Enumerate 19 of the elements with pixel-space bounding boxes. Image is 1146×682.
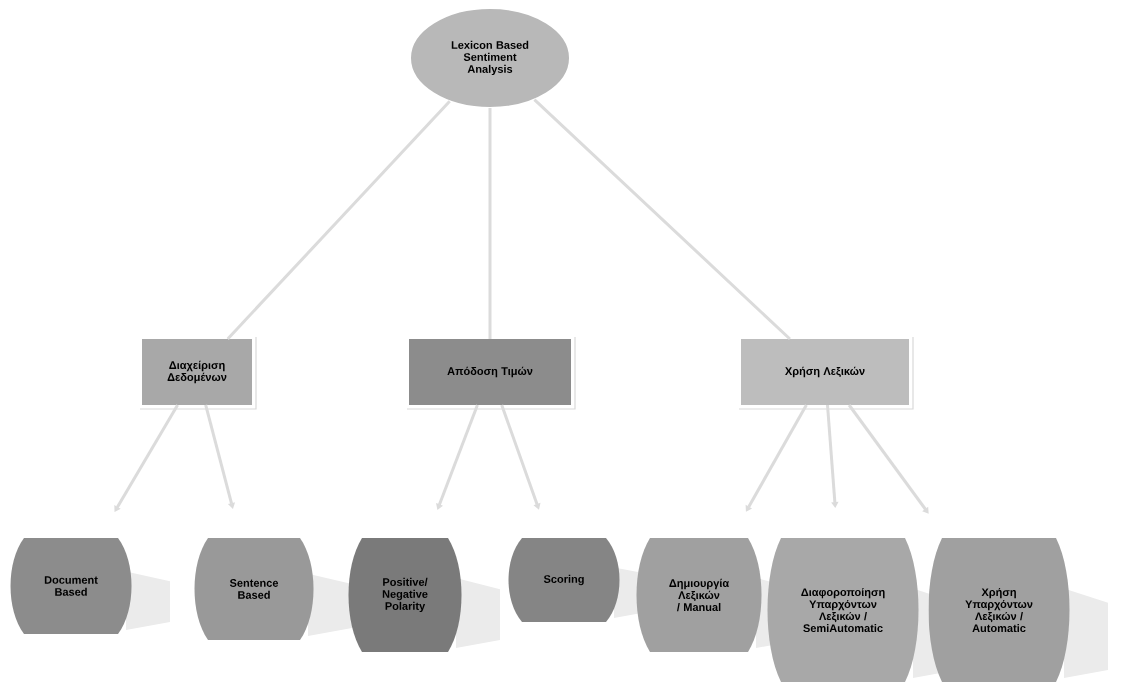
connector-line [533,98,791,341]
category-box: Απόδοση Τιμών [406,336,576,410]
method-barrel: Διαφοροποίηση Υπαρχόντων Λεξικών / SemiAutomatic [767,538,957,682]
arrow [500,404,541,510]
method-barrel: Δημιουργία Λεξικών / Manual [636,538,800,652]
connector-line [488,108,492,339]
arrow [436,404,479,510]
connector-line [226,100,451,340]
category-box: Χρήση Λεξικών [738,336,914,410]
method-barrel: Scoring [508,538,658,622]
arrow [745,404,808,512]
method-barrel: Positive/ Negative Polarity [348,538,500,652]
arrow [847,404,929,514]
arrow [204,404,236,509]
method-barrel: Sentence Based [194,538,352,640]
method-barrel: Χρήση Υπαρχόντων Λεξικών / Automatic [928,538,1108,682]
method-barrel: Document Based [10,538,170,634]
arrow [826,404,839,508]
category-box: Διαχείριση Δεδομένων [139,336,257,410]
